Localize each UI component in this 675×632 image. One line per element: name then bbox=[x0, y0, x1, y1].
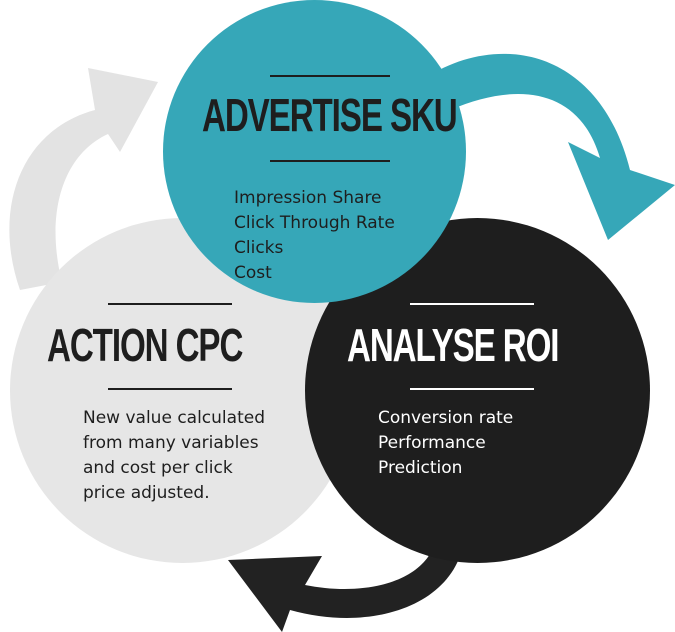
list-item: Cost bbox=[234, 263, 272, 283]
list-item: New value calculated bbox=[83, 408, 265, 428]
stage-title: ACTION CPC bbox=[47, 319, 243, 371]
gray-cycle-arrow bbox=[9, 68, 158, 290]
stage-title: ADVERTISE SKU bbox=[202, 89, 458, 141]
divider-bottom bbox=[270, 160, 390, 162]
list-item: Clicks bbox=[234, 238, 284, 258]
list-item: from many variables bbox=[83, 433, 259, 453]
divider-bottom bbox=[108, 388, 232, 390]
list-item: Conversion rate bbox=[378, 408, 514, 428]
list-item: Performance bbox=[378, 433, 486, 453]
divider-top bbox=[270, 75, 390, 77]
divider-top bbox=[410, 303, 534, 305]
description-lines: New value calculated from many variables… bbox=[83, 406, 265, 506]
list-item: price adjusted. bbox=[83, 483, 210, 503]
list-item: Impression Share bbox=[234, 188, 382, 208]
divider-top bbox=[108, 303, 232, 305]
divider-bottom bbox=[410, 388, 534, 390]
list-item: Click Through Rate bbox=[234, 213, 395, 233]
stage-title: ANALYSE ROI bbox=[347, 319, 559, 371]
list-item: Prediction bbox=[378, 458, 463, 478]
black-cycle-arrow bbox=[228, 520, 466, 632]
list-item: and cost per click bbox=[83, 458, 233, 478]
metric-list: Impression Share Click Through Rate Clic… bbox=[234, 186, 395, 286]
teal-cycle-arrow bbox=[425, 53, 675, 240]
metric-list: Conversion rate Performance Prediction bbox=[378, 406, 513, 481]
advertise-sku-circle bbox=[163, 0, 466, 303]
